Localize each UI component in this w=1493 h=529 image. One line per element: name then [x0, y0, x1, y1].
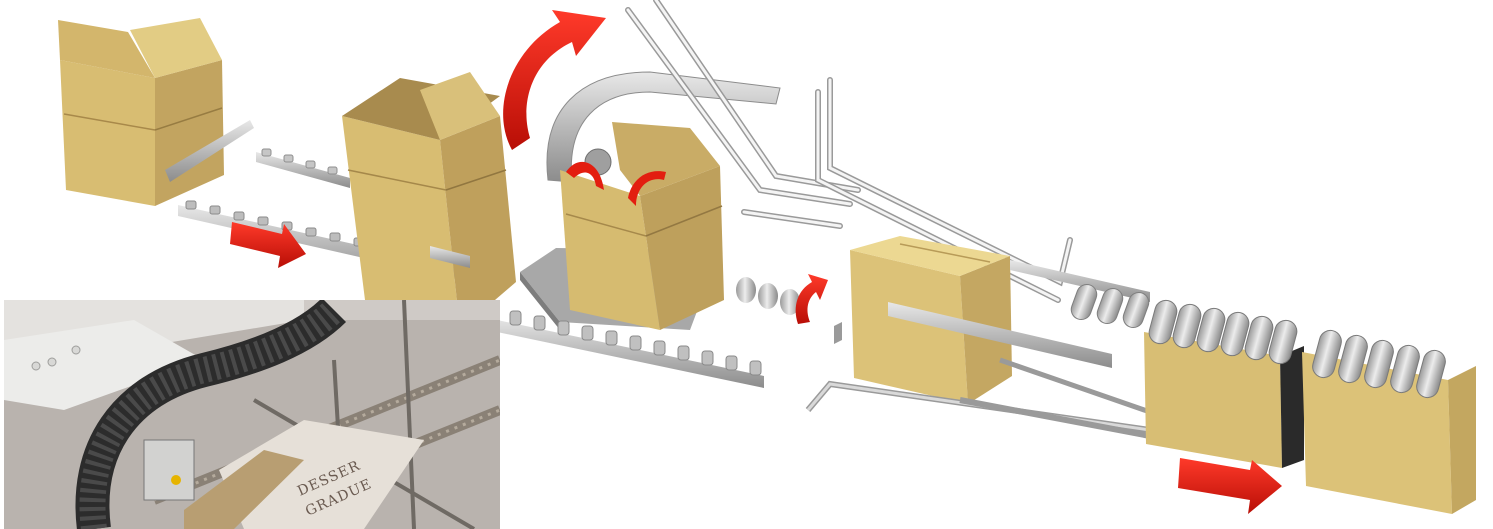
rotate-arrow-icon — [796, 274, 828, 324]
station-box-sealed — [1144, 298, 1304, 514]
box-side-face — [155, 60, 224, 206]
sensor-block — [144, 440, 194, 500]
flow-arrow-icon — [1178, 458, 1282, 514]
station-box-outfeed — [1302, 328, 1476, 514]
side-rollers — [736, 277, 800, 315]
roller-conveyor — [1068, 282, 1151, 331]
station-box-erected — [342, 72, 516, 330]
machine-photo-inset: DESSER GRADUE — [4, 300, 500, 529]
station-box-blank — [58, 18, 254, 206]
box-side-face — [1280, 346, 1304, 468]
station-box-closing — [808, 236, 1150, 436]
lug-conveyor-upper — [256, 149, 350, 188]
box-side-face — [1448, 366, 1476, 514]
station-flap-folding — [520, 72, 828, 330]
box-front-face — [60, 60, 155, 206]
